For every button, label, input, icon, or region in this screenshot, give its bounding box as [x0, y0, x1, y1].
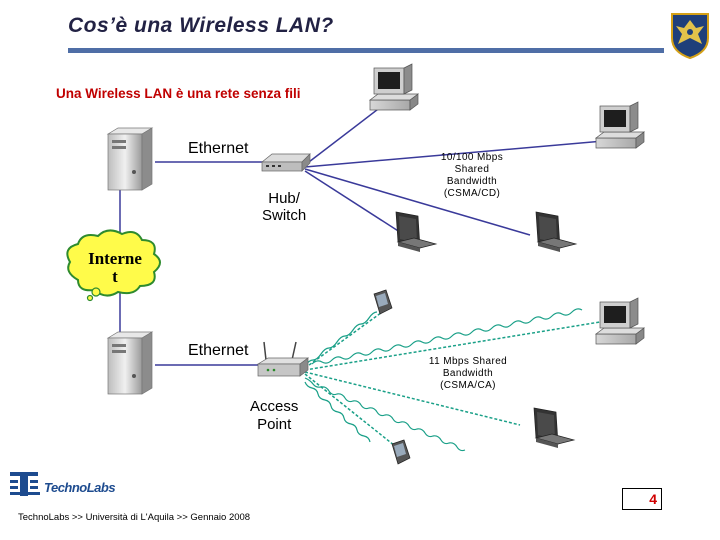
ap-label-line2: Point [257, 416, 292, 433]
wired-bandwidth-label: 10/100 Mbps Shared Bandwidth (CSMA/CD) [432, 152, 512, 200]
university-crest-icon [671, 13, 709, 60]
laptop-icon [533, 407, 576, 448]
internet-cloud-icon [66, 229, 161, 302]
title-underline [68, 48, 664, 53]
hub-to-pc2-link [304, 139, 616, 168]
access-point-label: Access Point [250, 398, 298, 434]
signal-pda2 [304, 373, 401, 451]
server-icon [106, 331, 154, 395]
internet-label: Interne t [70, 250, 160, 286]
wired-bw-line1: 10/100 Mbps [440, 152, 504, 163]
hub-label: Hub/ Switch [262, 190, 306, 224]
wireless-bw-line3: (CSMA/CA) [440, 380, 496, 391]
wireless-bw-line2: Bandwidth [442, 368, 494, 379]
technolabs-logo-icon [10, 472, 40, 496]
signal-laptop3 [304, 371, 521, 426]
wired-bw-line4: (CSMA/CD) [443, 188, 501, 199]
subtitle: Una Wireless LAN è una rete senza fili [56, 86, 301, 101]
technolabs-logo-text: TechnoLabs [44, 480, 116, 495]
hub-to-pc1-link [304, 99, 391, 166]
slide-title: Cos’è una Wireless LAN? [68, 14, 334, 37]
ethernet-label-top: Ethernet [188, 140, 249, 157]
desktop-pc-icon [594, 297, 646, 345]
pda-icon [391, 439, 411, 465]
signal-pda1 [304, 309, 386, 369]
wireless-bandwidth-label: 11 Mbps Shared Bandwidth (CSMA/CA) [418, 356, 518, 392]
desktop-pc-icon [594, 101, 646, 149]
internet-label-line1: Interne [88, 249, 142, 268]
server-icon [106, 127, 154, 191]
page-number: 4 [622, 488, 662, 510]
access-point-icon [256, 341, 310, 377]
laptop-icon [395, 211, 438, 252]
ap-label-line1: Access [250, 398, 299, 415]
footer-text: TechnoLabs >> Università di L'Aquila >> … [18, 512, 251, 523]
pda-icon [373, 289, 393, 315]
wireless-bw-line1: 11 Mbps Shared [428, 356, 508, 367]
laptop-icon [535, 211, 578, 252]
wired-bw-line2: Shared [454, 164, 490, 175]
wired-bw-line3: Bandwidth [446, 176, 498, 187]
hub-label-line1: Hub/ [268, 190, 300, 207]
hub-icon [261, 153, 311, 172]
desktop-pc-icon [368, 63, 420, 111]
hub-to-laptop1-link [304, 168, 531, 236]
hub-label-line2: Switch [262, 207, 307, 224]
internet-label-line2: t [112, 267, 118, 286]
ethernet-label-bottom: Ethernet [188, 342, 249, 359]
